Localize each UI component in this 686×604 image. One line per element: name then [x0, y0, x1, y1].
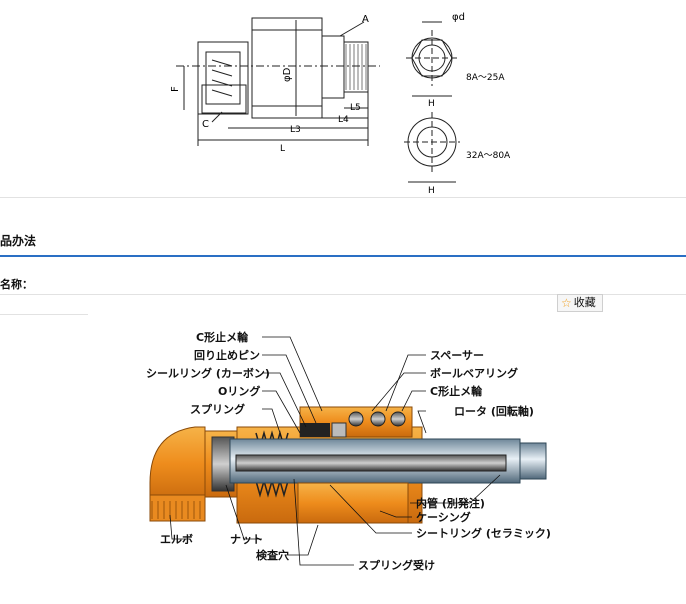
label-h-large: H — [428, 186, 435, 196]
label-a: A — [362, 14, 369, 25]
label-phi-D: φD — [282, 67, 293, 82]
label-l3: L3 — [290, 125, 301, 135]
seal-ring-part — [300, 423, 330, 437]
label-inner-pipe: 内管 (別発注) — [416, 496, 485, 510]
section-title: 品办法 — [0, 234, 37, 248]
star-icon: ☆ — [561, 296, 572, 310]
label-phi-d: φd — [452, 12, 465, 23]
label-seat-ring: シートリング (セラミック) — [416, 526, 551, 540]
rotary-joint-cutaway: C形止メ輪 回り止めピン シールリング (カーボン) Oリング スプリング スペ… — [146, 330, 551, 572]
label-size-large: 32A～80A — [466, 151, 511, 161]
label-elbow: エルボ — [160, 532, 193, 546]
label-rotor: ロータ (回転軸) — [454, 404, 534, 418]
label-inspection-hole: 検査穴 — [256, 548, 289, 562]
label-spring: スプリング — [190, 402, 245, 416]
inner-pipe-part — [235, 454, 507, 472]
label-c-ring-2: C形止メ輪 — [430, 384, 483, 398]
divider-subtitle — [0, 294, 686, 295]
label-c-ring-1: C形止メ輪 — [196, 330, 249, 344]
label-size-small: 8A～25A — [466, 73, 505, 83]
divider-left-stub — [0, 314, 88, 315]
label-anti-rotation-pin: 回り止めピン — [194, 348, 260, 362]
favorite-button[interactable]: ☆ 收藏 — [557, 294, 603, 312]
label-l5: L5 — [350, 103, 361, 113]
label-spacer: スペーサー — [430, 349, 484, 362]
divider-top — [0, 197, 686, 198]
ball-bearing-part — [348, 411, 364, 427]
label-l4: L4 — [338, 115, 349, 125]
label-seal-ring: シールリング (カーボン) — [146, 366, 270, 380]
label-spring-seat: スプリング受け — [358, 558, 435, 572]
label-l: L — [280, 144, 285, 154]
label-o-ring: Oリング — [218, 384, 260, 398]
label-c: C — [202, 119, 209, 130]
label-casing: ケーシング — [416, 510, 471, 524]
favorite-label: 收藏 — [573, 296, 596, 309]
label-nut: ナット — [230, 533, 263, 546]
section-accent-rule — [0, 255, 686, 257]
section-subtitle: 名称： — [0, 278, 33, 291]
elbow-body-outline — [197, 41, 249, 115]
label-f: F — [170, 86, 181, 92]
dimension-drawing: A φd φD F C L3 L4 L5 L H H 8A～25A 32A～80… — [170, 12, 511, 196]
elbow-part — [149, 426, 206, 502]
label-h-small: H — [428, 99, 435, 109]
label-ball-bearing: ボールベアリング — [430, 366, 518, 380]
